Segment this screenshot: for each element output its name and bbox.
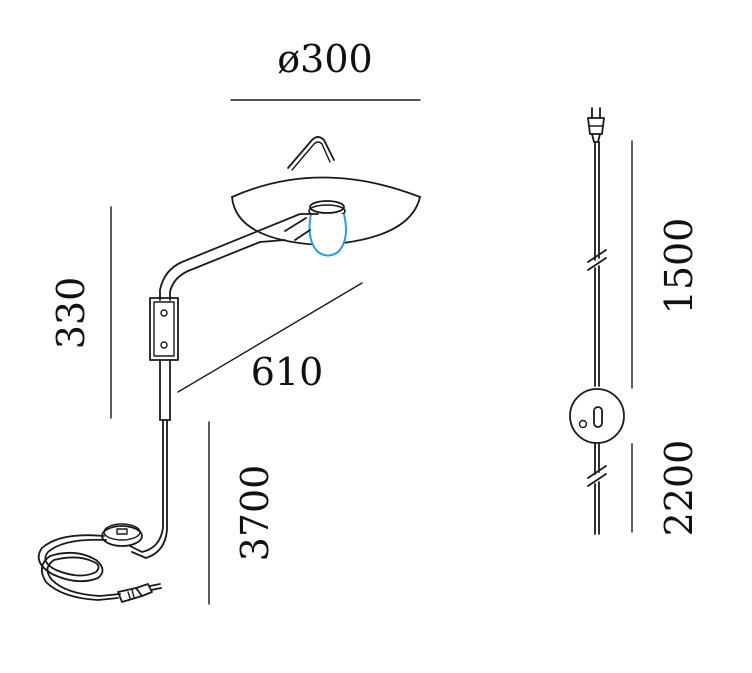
shade-diameter-dimension: ø300 <box>230 37 421 101</box>
arm-reach-dimension: 610 <box>177 282 363 394</box>
wall-bracket <box>149 297 179 361</box>
inline-switch <box>101 523 143 547</box>
shade-hanger <box>287 136 335 169</box>
lamp-pole <box>129 359 171 559</box>
arm-height-dimension: 330 <box>49 206 112 419</box>
lower-cable-dimension: 2200 <box>631 440 701 537</box>
shade-top <box>231 176 421 198</box>
upper-cable-dimension: 1500 <box>631 140 701 389</box>
arm-tube-outer <box>159 213 319 301</box>
arm-tube-inner <box>169 239 286 301</box>
switch-side-icon <box>569 388 625 444</box>
cable <box>129 419 164 553</box>
coiled-cable <box>37 534 121 601</box>
lamp-arm <box>159 213 319 301</box>
plug-icon-left <box>117 583 162 603</box>
lower-cable-label: 2200 <box>657 440 701 537</box>
upper-cable-label: 1500 <box>657 218 701 315</box>
bulb-socket <box>309 200 345 214</box>
plug-icon-right <box>587 107 605 143</box>
cable-length-dimension: 3700 <box>208 421 277 605</box>
cable-side-view <box>569 107 625 535</box>
bulb <box>308 213 347 257</box>
arm-height-label: 330 <box>49 277 93 350</box>
shade-diameter-label: ø300 <box>277 37 372 81</box>
cable-length-label: 3700 <box>233 465 277 562</box>
arm-reach-label: 610 <box>251 350 324 394</box>
